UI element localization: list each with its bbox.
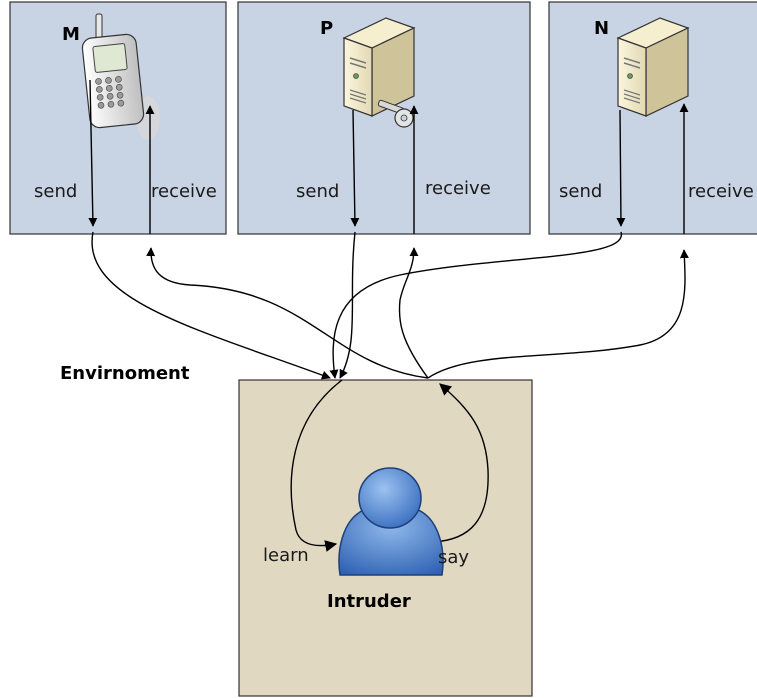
intruder-to-p-receive bbox=[398, 247, 429, 379]
m-send-to-intruder bbox=[91, 231, 331, 380]
intruder-learn-label: learn bbox=[263, 545, 309, 566]
participant-p-receive-label: receive bbox=[425, 178, 491, 199]
n-send-to-intruder bbox=[329, 231, 622, 379]
server-with-key-icon bbox=[342, 17, 416, 128]
p-send-to-intruder bbox=[339, 231, 356, 379]
intruder-name: Intruder bbox=[327, 591, 411, 612]
key-icon bbox=[377, 99, 414, 128]
participant-p: P send receive bbox=[237, 1, 531, 235]
participant-n: N send receive bbox=[548, 1, 757, 235]
participant-n-receive-label: receive bbox=[688, 181, 754, 202]
participant-n-send-label: send bbox=[559, 181, 602, 202]
environment-label: Envirnoment bbox=[60, 363, 190, 384]
intruder-to-m-receive bbox=[146, 247, 429, 379]
participant-p-send-label: send bbox=[296, 181, 339, 202]
participant-p-send-arrow bbox=[350, 109, 360, 227]
participant-n-send-arrow bbox=[616, 109, 626, 227]
participant-p-name: P bbox=[320, 18, 333, 39]
intruder-say-label: say bbox=[438, 547, 469, 568]
participant-m-receive-label: receive bbox=[151, 181, 217, 202]
say-arrow bbox=[432, 383, 489, 543]
participant-n-name: N bbox=[594, 18, 609, 39]
participant-m: M send receive bbox=[9, 1, 227, 235]
intruder-to-n-receive bbox=[427, 249, 689, 379]
person-icon bbox=[338, 467, 444, 576]
environment-flows bbox=[91, 231, 689, 380]
learn-arrow bbox=[290, 379, 343, 552]
participant-m-name: M bbox=[62, 24, 80, 45]
participant-m-send-label: send bbox=[34, 181, 77, 202]
participant-m-send-arrow bbox=[88, 79, 98, 227]
server-icon bbox=[616, 17, 690, 117]
